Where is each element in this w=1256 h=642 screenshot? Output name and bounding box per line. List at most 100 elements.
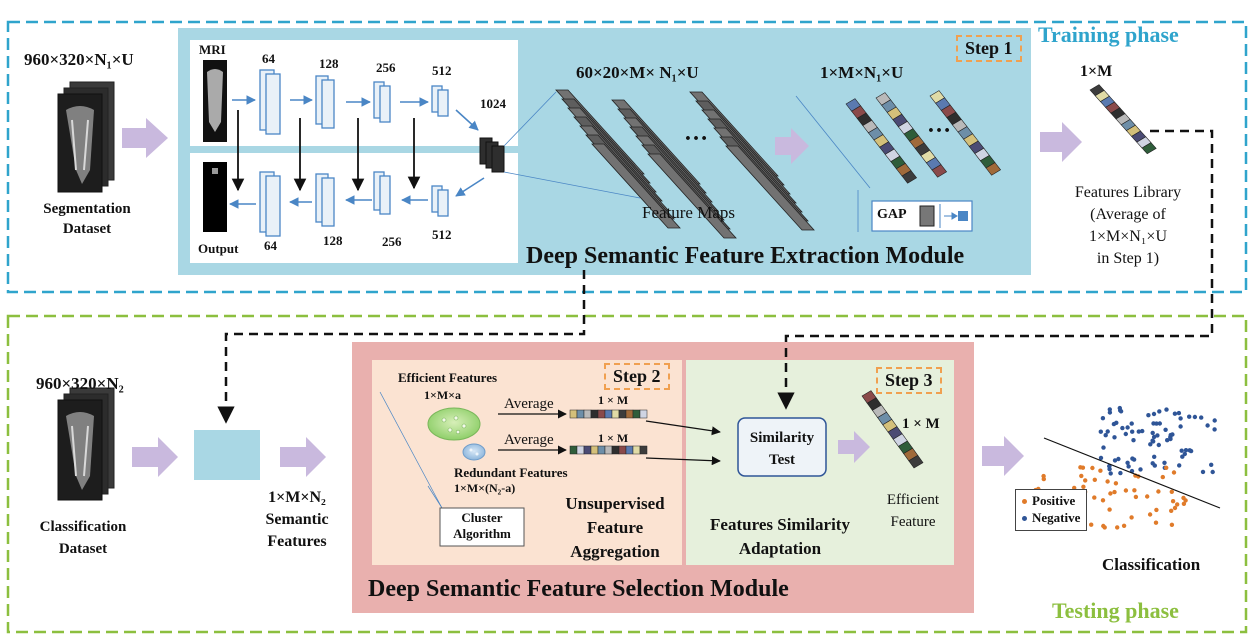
- testing-phase-label: Testing phase: [1052, 598, 1179, 623]
- negative-point: [1200, 469, 1206, 475]
- output-label: Output: [198, 241, 239, 256]
- negative-point: [1101, 445, 1106, 450]
- negative-point: [1182, 451, 1188, 457]
- average-label-efficient: Average: [504, 396, 554, 412]
- positive-dot-icon: [1022, 498, 1027, 504]
- positive-point: [1079, 473, 1084, 479]
- negative-point: [1210, 469, 1215, 475]
- testing-phase-frame: [6, 314, 1248, 634]
- legend-negative: Negative: [1022, 510, 1080, 527]
- negative-point: [1107, 464, 1112, 469]
- negative-point: [1103, 433, 1108, 438]
- dashed-extraction-to-selection: [217, 270, 586, 424]
- positive-point: [1107, 507, 1112, 512]
- negative-point: [1129, 421, 1134, 426]
- negative-point: [1151, 411, 1157, 417]
- library-text-2: (Average of: [1090, 206, 1166, 223]
- negative-point: [1151, 434, 1157, 440]
- classification-legend: Positive Negative: [1015, 489, 1088, 531]
- positive-point: [1181, 501, 1187, 506]
- negative-point: [1152, 463, 1158, 468]
- classification-dataset-label-1: Classification: [39, 519, 127, 535]
- average-label-redundant: Average: [504, 432, 554, 448]
- positive-point: [1115, 525, 1120, 530]
- training-phase-label: Training phase: [1038, 22, 1179, 47]
- negative-point: [1148, 442, 1153, 447]
- unet-diagram: [203, 60, 505, 237]
- step-3-label: Step 3: [876, 367, 942, 394]
- negative-point: [1150, 430, 1155, 436]
- feature-map-slab: [647, 153, 737, 239]
- similarity-test-box: [737, 417, 827, 477]
- legend-positive: Positive: [1022, 493, 1080, 510]
- flow-arrow-dataset-to-box: [132, 437, 178, 477]
- positive-point: [1133, 494, 1139, 500]
- flow-arrow-dataset-to-unet: [122, 118, 168, 158]
- similarity-label-2: Test: [768, 452, 796, 468]
- aggregation-label-1: Unsupervised: [565, 494, 665, 513]
- positive-point: [1160, 474, 1166, 480]
- negative-dot-icon: [1022, 515, 1027, 521]
- training-input-dims: 960×320×N₁×U: [24, 50, 134, 69]
- negative-point: [1112, 435, 1117, 440]
- negative-point: [1155, 433, 1160, 438]
- negative-point: [1125, 425, 1130, 430]
- positive-point: [1092, 495, 1097, 500]
- positive-point: [1181, 495, 1186, 501]
- negative-point: [1107, 407, 1113, 412]
- similarity-label-1: Similarity: [749, 430, 815, 446]
- positive-point: [1153, 520, 1159, 525]
- feature-vector: [875, 92, 948, 178]
- flow-arrow-to-library: [1040, 122, 1082, 162]
- negative-point: [1140, 428, 1145, 434]
- legend-positive-label: Positive: [1032, 493, 1076, 508]
- adaptation-label-1: Features Similarity: [710, 515, 850, 534]
- efficient-cluster: [427, 407, 481, 441]
- negative-point: [1120, 425, 1125, 431]
- aggregation-label-3: Aggregation: [570, 542, 660, 561]
- dec-64-label: 64: [264, 238, 277, 253]
- semantic-features-label-2: Features: [267, 533, 327, 550]
- average-vector: [569, 409, 648, 419]
- segmentation-dataset-label-2: Dataset: [62, 221, 112, 237]
- negative-point: [1162, 460, 1167, 465]
- negative-point: [1176, 410, 1182, 416]
- positive-point: [1080, 465, 1086, 470]
- avg-vec-dims-1: 1 × M: [598, 393, 629, 407]
- positive-point: [1164, 465, 1169, 470]
- negative-point: [1146, 413, 1151, 418]
- gap-box: [871, 200, 973, 232]
- negative-point: [1187, 414, 1192, 419]
- average-arrows: [498, 409, 721, 466]
- positive-point: [1175, 502, 1180, 507]
- positive-point: [1090, 465, 1095, 471]
- positive-point: [1154, 507, 1159, 513]
- negative-point: [1098, 429, 1104, 434]
- feature-vector: [1089, 84, 1157, 155]
- step-2-label: Step 2: [604, 363, 670, 390]
- positive-point: [1072, 485, 1077, 491]
- positive-point: [1145, 494, 1150, 499]
- dec-512-label: 512: [432, 227, 452, 242]
- positive-point: [1147, 512, 1153, 517]
- positive-point: [1105, 479, 1110, 484]
- feature-clusters: [379, 391, 525, 547]
- vectors-ellipsis: …: [927, 112, 951, 138]
- efficient-feature-label-2: Feature: [890, 514, 936, 530]
- positive-point: [1172, 505, 1178, 511]
- negative-point: [1164, 407, 1169, 412]
- average-vector: [569, 445, 648, 455]
- positive-point: [1081, 484, 1086, 489]
- negative-point: [1192, 414, 1198, 420]
- feature-maps: [555, 89, 815, 239]
- negative-point: [1107, 410, 1113, 415]
- positive-point: [1169, 508, 1174, 513]
- feature-vector: [861, 390, 924, 469]
- negative-point: [1183, 448, 1189, 453]
- library-text-3: 1×M×N₁×U: [1089, 228, 1167, 245]
- efficient-features-dims: 1×M×a: [424, 388, 462, 402]
- negative-point: [1131, 438, 1136, 443]
- classification-dataset-label-2: Dataset: [58, 541, 108, 557]
- enc-64-label: 64: [262, 51, 275, 66]
